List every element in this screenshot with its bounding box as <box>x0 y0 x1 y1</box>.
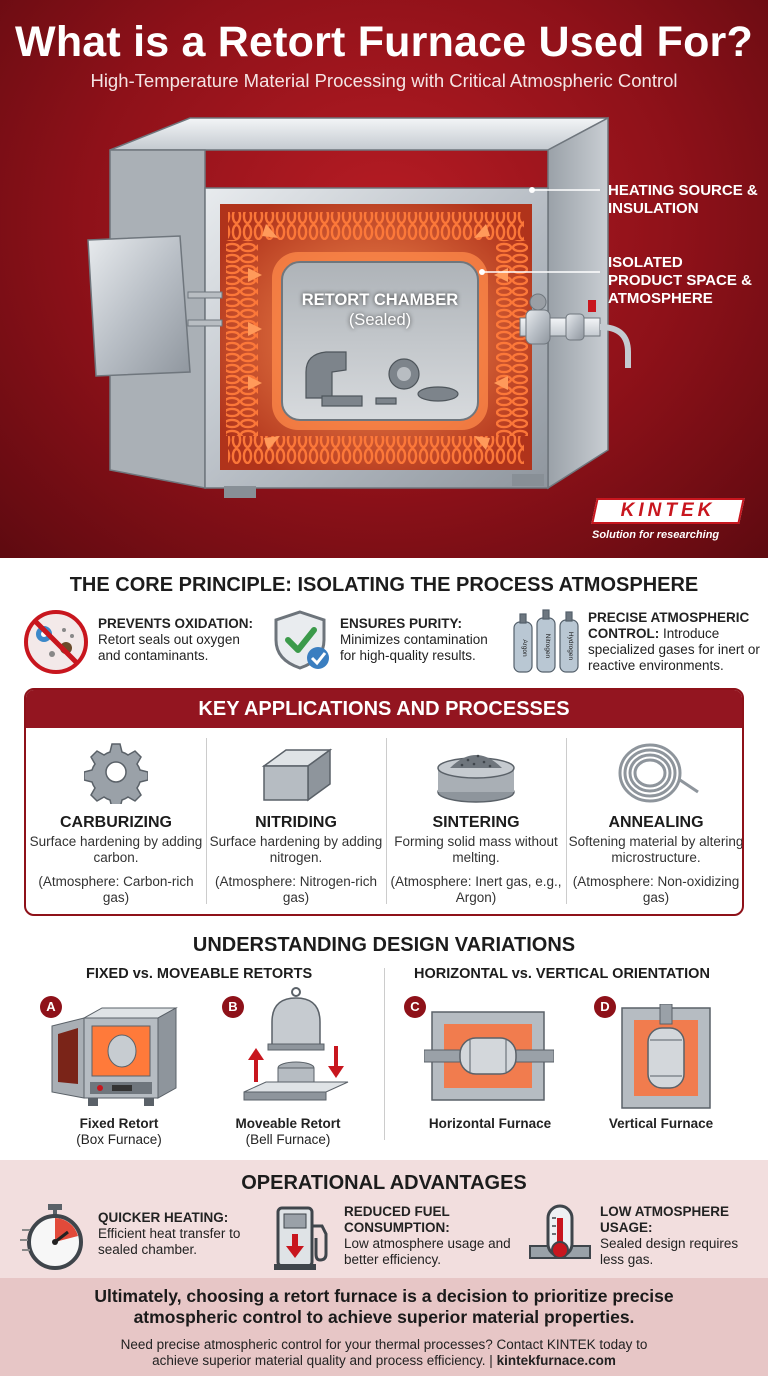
badge-d: D <box>594 996 616 1018</box>
principle-heading: ENSURES PURITY: <box>340 616 463 631</box>
cta-separator: | <box>489 1353 493 1368</box>
horizontal-furnace-icon <box>424 1011 554 1101</box>
variation-name: Fixed Retort <box>79 1116 159 1131</box>
app-atmosphere: (Atmosphere: Non-oxidizing gas) <box>572 874 740 905</box>
operational-advantages-panel: OPERATIONAL ADVANTAGES QUICKER HEATING: … <box>0 1160 768 1278</box>
principle-text: Introduce specialized gases for inert or… <box>588 626 760 673</box>
badge-a: A <box>40 996 62 1018</box>
cylinder-label-hydrogen: Hydrogen <box>567 632 574 661</box>
shield-check-icon <box>274 610 329 670</box>
app-description: Softening material by altering microstru… <box>568 834 744 865</box>
no-oxidation-icon <box>24 610 88 674</box>
variation-name: Moveable Retort <box>235 1116 341 1131</box>
retort-furnace-illustration <box>87 116 631 498</box>
badge-b: B <box>222 996 244 1018</box>
app-nitriding: NITRIDING Surface hardening by adding ni… <box>206 738 386 908</box>
advantages-title: OPERATIONAL ADVANTAGES <box>241 1172 527 1194</box>
app-description: Surface hardening by adding nitrogen. <box>209 834 383 865</box>
principle-prevents-oxidation: PREVENTS OXIDATION: Retort seals out oxy… <box>22 608 262 676</box>
cta-text: Need precise atmospheric control for you… <box>120 1337 648 1368</box>
key-applications-panel: KEY APPLICATIONS AND PROCESSES CARBURIZI… <box>24 688 744 916</box>
badge-c: C <box>404 996 426 1018</box>
fixed-vs-moveable-subtitle: FIXED vs. MOVEABLE RETORTS <box>86 966 313 982</box>
chamber-title: RETORT CHAMBER <box>301 291 459 309</box>
principle-text: Minimizes contamination for high-quality… <box>340 632 488 663</box>
principle-heading: PREVENTS OXIDATION: <box>98 616 254 631</box>
app-name: NITRIDING <box>255 814 337 831</box>
principle-ensures-purity: ENSURES PURITY: Minimizes contamination … <box>272 608 502 672</box>
horizontal-vs-vertical-subtitle: HORIZONTAL vs. VERTICAL ORIENTATION <box>414 966 710 982</box>
app-description: Forming solid mass without melting. <box>394 834 558 865</box>
gas-cylinders-icon: Argon Nitrogen Hydrogen <box>513 609 579 673</box>
brand-tagline: Solution for researching <box>592 529 720 541</box>
coil-icon <box>618 743 699 803</box>
applications-title: KEY APPLICATIONS AND PROCESSES <box>26 690 742 728</box>
variation-name: Horizontal Furnace <box>428 1116 552 1131</box>
advantage-heading: QUICKER HEATING: <box>98 1210 229 1225</box>
variation-sub: (Box Furnace) <box>76 1132 162 1147</box>
call-to-action: Need precise atmospheric control for you… <box>0 1337 768 1369</box>
fuel-pump-icon <box>274 1206 328 1270</box>
retort-chamber-label: RETORT CHAMBER (Sealed) <box>282 290 478 330</box>
app-annealing: ANNEALING Softening material by altering… <box>566 738 744 908</box>
cylinder-label-nitrogen: Nitrogen <box>544 634 551 659</box>
horizontal-furnace-caption: Horizontal Furnace <box>410 1116 570 1132</box>
stopwatch-icon <box>20 1204 83 1270</box>
hero-banner: What is a Retort Furnace Used For? High-… <box>0 0 768 558</box>
cylinder-label-argon: Argon <box>521 639 528 657</box>
website-link[interactable]: kintekfurnace.com <box>496 1353 616 1368</box>
app-atmosphere: (Atmosphere: Carbon-rich gas) <box>38 874 194 905</box>
principle-atmospheric-control: Argon Nitrogen Hydrogen PRECISE ATMOSPHE… <box>510 608 760 674</box>
advantage-quicker-heating: QUICKER HEATING: Efficient heat transfer… <box>20 1204 256 1270</box>
metal-block-icon <box>261 748 333 802</box>
callout-heating-source: HEATING SOURCE & INSULATION <box>608 182 758 217</box>
conclusion-statement: Ultimately, choosing a retort furnace is… <box>94 1286 674 1327</box>
principle-text: Retort seals out oxygen and contaminants… <box>98 632 240 663</box>
advantage-text: Efficient heat transfer to sealed chambe… <box>98 1226 241 1257</box>
box-furnace-icon <box>51 1007 178 1106</box>
core-principle-title: THE CORE PRINCIPLE: ISOLATING THE PROCES… <box>69 574 699 596</box>
moveable-retort-caption: Moveable Retort (Bell Furnace) <box>218 1116 358 1148</box>
page-title: What is a Retort Furnace Used For? <box>15 18 753 66</box>
powder-dish-icon <box>437 754 515 803</box>
advantage-low-atmosphere: LOW ATMOSPHERE USAGE: Sealed design requ… <box>528 1204 758 1272</box>
vertical-furnace-caption: Vertical Furnace <box>586 1116 736 1132</box>
gear-icon <box>84 743 148 804</box>
callout-isolated-space: ISOLATED PRODUCT SPACE & ATMOSPHERE <box>608 254 752 307</box>
advantage-heading: LOW ATMOSPHERE USAGE: <box>600 1204 729 1235</box>
app-atmosphere: (Atmosphere: Nitrogen-rich gas) <box>214 874 378 905</box>
app-name: SINTERING <box>432 814 520 831</box>
advantage-text: Sealed design requires less gas. <box>600 1236 739 1267</box>
kintek-logo: KINTEK <box>591 498 745 524</box>
brand-name: KINTEK <box>620 500 716 521</box>
chamber-subtitle: (Sealed) <box>348 311 412 329</box>
app-atmosphere: (Atmosphere: Inert gas, e.g., Argon) <box>390 874 562 905</box>
advantage-reduced-fuel: REDUCED FUEL CONSUMPTION: Low atmosphere… <box>272 1204 512 1272</box>
advantage-heading: REDUCED FUEL CONSUMPTION: <box>344 1204 450 1235</box>
bell-furnace-icon <box>243 987 349 1101</box>
principle-heading: PRECISE ATMOSPHERIC CONTROL: <box>588 610 750 641</box>
column-divider <box>566 738 567 904</box>
variation-sub: (Bell Furnace) <box>245 1132 331 1147</box>
app-description: Surface hardening by adding carbon. <box>29 834 203 865</box>
design-variations-title: UNDERSTANDING DESIGN VARIATIONS <box>192 934 576 956</box>
app-name: CARBURIZING <box>60 814 172 831</box>
advantage-text: Low atmosphere usage and better efficien… <box>344 1236 511 1267</box>
app-sintering: SINTERING Forming solid mass without mel… <box>386 738 566 908</box>
design-divider <box>384 968 385 1140</box>
variation-name: Vertical Furnace <box>608 1116 714 1131</box>
vertical-furnace-icon <box>621 1004 711 1109</box>
page-subtitle: High-Temperature Material Processing wit… <box>90 70 678 91</box>
column-divider <box>386 738 387 904</box>
conclusion-panel: Ultimately, choosing a retort furnace is… <box>0 1278 768 1376</box>
app-carburizing: CARBURIZING Surface hardening by adding … <box>26 738 206 908</box>
thermometer-pipe-icon <box>529 1204 591 1259</box>
column-divider <box>206 738 207 904</box>
fixed-retort-caption: Fixed Retort (Box Furnace) <box>44 1116 194 1148</box>
app-name: ANNEALING <box>608 814 704 831</box>
